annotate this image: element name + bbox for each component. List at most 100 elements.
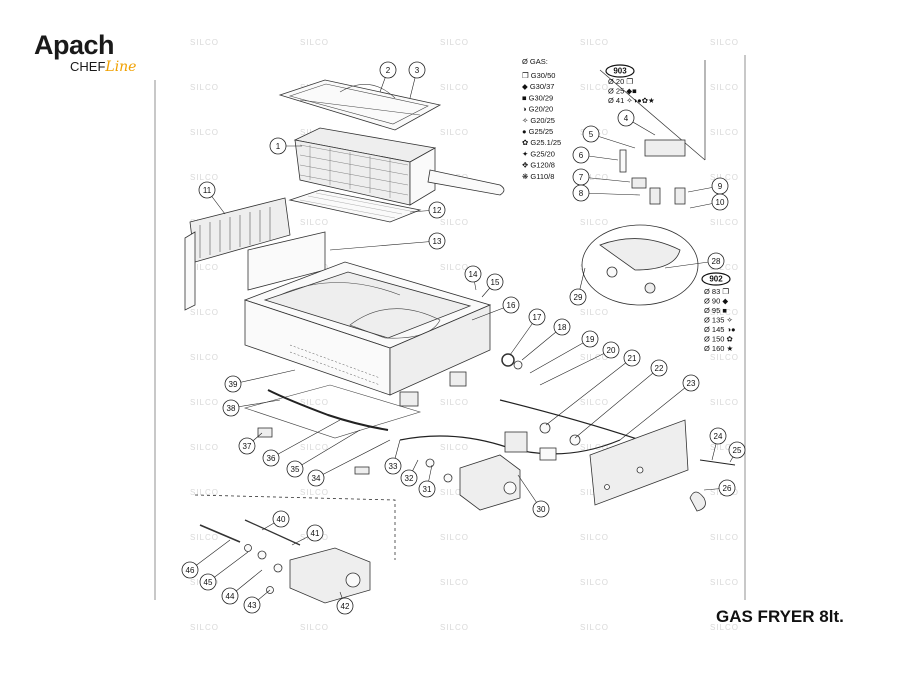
table-row: Ø 90 ◆	[704, 297, 729, 306]
watermark-text: SILCO	[580, 38, 609, 47]
callout-circle	[581, 330, 599, 348]
callout-label: 14	[469, 270, 478, 279]
watermark-text: SILCO	[710, 443, 739, 452]
callout-circle	[428, 201, 446, 219]
table-row: Ø 83 ❐	[704, 287, 729, 296]
callout-circle	[262, 449, 280, 467]
watermark-text: SILCO	[580, 623, 609, 632]
callout-leader	[232, 369, 296, 385]
callout-label: 12	[433, 206, 442, 215]
callout-circle	[428, 232, 446, 250]
callout-circle	[711, 193, 729, 211]
watermark-text: SILCO	[300, 38, 329, 47]
callout-leader	[580, 192, 641, 196]
callout-label: 38	[227, 404, 236, 413]
callout-circle	[272, 510, 290, 528]
callout-leader	[270, 419, 341, 459]
watermark-text: SILCO	[440, 218, 469, 227]
table-label: 902	[709, 275, 723, 284]
callout-circle	[400, 469, 418, 487]
watermark-text: SILCO	[580, 173, 609, 182]
callout-circle	[532, 500, 550, 518]
watermark-text: SILCO	[190, 263, 219, 272]
watermark-text: SILCO	[580, 443, 609, 452]
watermark-text: SILCO	[440, 623, 469, 632]
callout-leader	[529, 338, 591, 374]
callout-circle	[582, 125, 600, 143]
callout-circle	[502, 296, 520, 314]
watermark-text: SILCO	[580, 218, 609, 227]
table-row: Ø 20 ❐	[608, 77, 633, 86]
callout-label: 43	[248, 601, 257, 610]
watermark-text: SILCO	[710, 218, 739, 227]
callout-circle	[222, 399, 240, 417]
callout-label: 7	[579, 173, 584, 182]
gas-legend-item: ❋ G110/8	[522, 172, 554, 181]
callout-label: 23	[687, 379, 696, 388]
callout-circle	[269, 137, 287, 155]
callout-circle	[408, 61, 426, 79]
watermark-text: SILCO	[440, 488, 469, 497]
watermark-text: SILCO	[580, 308, 609, 317]
callout-circle	[486, 273, 504, 291]
callout-label: 31	[423, 485, 432, 494]
callout-circle	[384, 457, 402, 475]
gas-legend-item: ✿ G25.1/25	[522, 138, 561, 147]
gas-legend-item: ✧ G20/25	[522, 116, 555, 125]
callout-label: 25	[733, 446, 742, 455]
callout-label: 20	[607, 346, 616, 355]
callout-circle	[199, 573, 217, 591]
callout-circle	[238, 437, 256, 455]
callout-circle	[464, 265, 482, 283]
callout-label: 42	[341, 602, 350, 611]
gas-valve	[459, 431, 557, 511]
callout-circle	[286, 460, 304, 478]
watermark-text: SILCO	[190, 173, 219, 182]
table-row: Ø 135 ✧	[704, 316, 734, 325]
watermark-text: SILCO	[580, 398, 609, 407]
watermark-text: SILCO	[710, 128, 739, 137]
callout-label: 46	[186, 566, 195, 575]
small-parts	[257, 353, 581, 483]
watermark-text: SILCO	[710, 173, 739, 182]
callout-circle	[198, 181, 216, 199]
watermark-text: SILCO	[190, 308, 219, 317]
watermark-text: SILCO	[710, 398, 739, 407]
table-row: Ø 160 ★	[704, 344, 734, 353]
table-row: Ø 41 ✧◑●✿★	[608, 96, 655, 105]
callout-leader	[619, 382, 692, 441]
gas-legend-item: ◑ G20/20	[522, 105, 553, 114]
callout-leader	[664, 260, 717, 269]
callout-circle	[623, 349, 641, 367]
callout-circle	[650, 359, 668, 377]
watermark-text: SILCO	[190, 623, 219, 632]
callout-label: 40	[277, 515, 286, 524]
gas-legend-item: ❐ G30/50	[522, 71, 555, 80]
watermark-text: SILCO	[580, 83, 609, 92]
watermark-text: SILCO	[580, 353, 609, 362]
callout-circle	[728, 441, 746, 459]
callout-circle	[682, 374, 700, 392]
brand-name: Apach	[34, 30, 115, 60]
callout-circle	[553, 318, 571, 336]
gas-type-legend: Ø GAS:❐ G30/50◆ G30/37■ G30/29◑ G20/20✧ …	[522, 57, 561, 181]
bottom-grid	[288, 189, 422, 223]
callout-label: 18	[558, 323, 567, 332]
callout-label: 10	[716, 198, 725, 207]
callout-leader	[329, 240, 438, 251]
table-label-badge	[605, 64, 635, 78]
watermark-text: SILCO	[190, 488, 219, 497]
watermark-text: SILCO	[300, 443, 329, 452]
callout-circle	[181, 561, 199, 579]
gas-legend-item: ✥ G120/8	[522, 161, 555, 170]
watermark-text: SILCO	[710, 623, 739, 632]
callout-circle	[336, 597, 354, 615]
watermark-text: SILCO	[440, 38, 469, 47]
callout-circle	[306, 524, 324, 542]
callout-leader	[294, 429, 361, 470]
callout-label: 5	[589, 130, 594, 139]
callout-label: 11	[203, 186, 212, 195]
callout-label: 21	[628, 354, 637, 363]
